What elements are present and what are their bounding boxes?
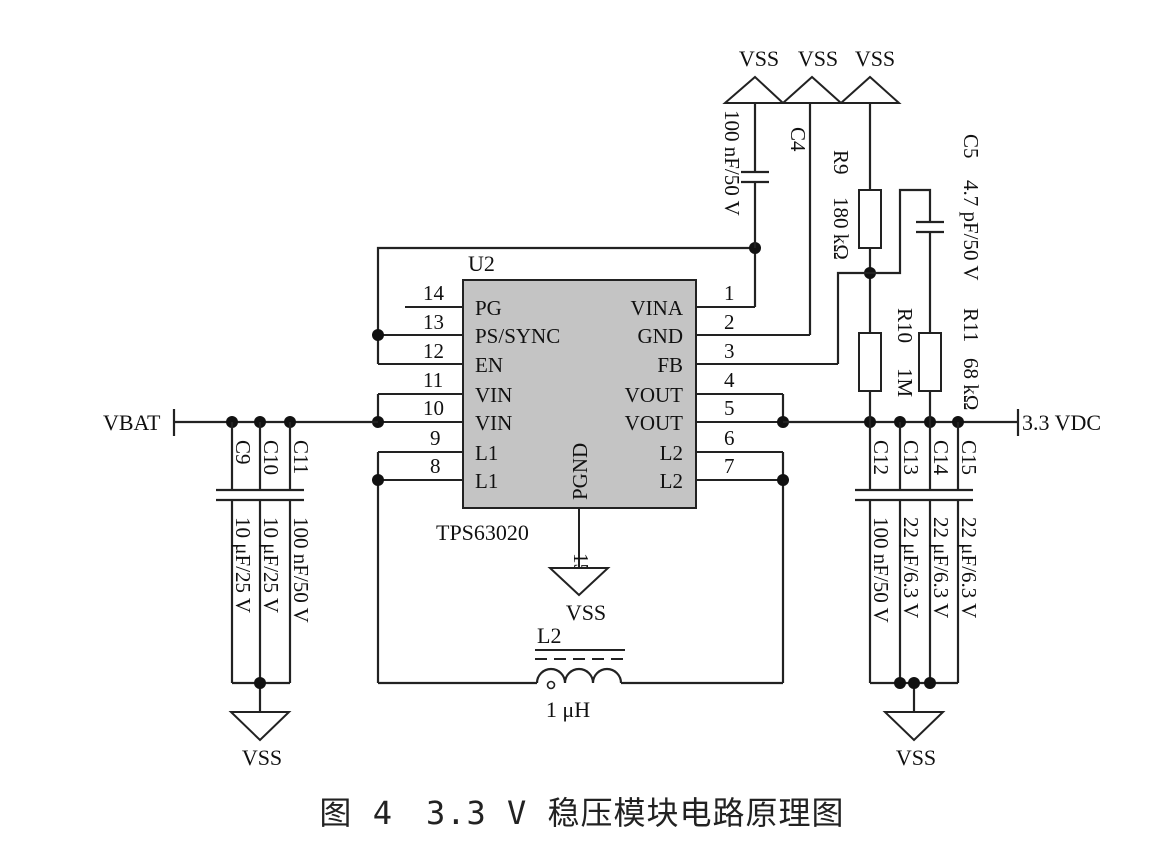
ref-r10: R10 <box>893 308 917 343</box>
ground-symbol-output <box>882 711 946 742</box>
value-r10: 1M <box>893 368 917 398</box>
junction-dot <box>777 474 789 486</box>
pin-number-5: 5 <box>724 396 735 420</box>
pin-number-14: 14 <box>423 281 445 305</box>
value-c9: 10 μF/25 V <box>231 517 255 613</box>
pin-name-gnd: GND <box>638 324 684 348</box>
wire-fb <box>836 271 870 364</box>
pin-number-7: 7 <box>724 454 735 478</box>
resistor-r10 <box>858 332 882 392</box>
pin-number-1: 1 <box>724 281 735 305</box>
pin-name-vina: VINA <box>631 296 684 320</box>
ref-r11: R11 <box>959 308 983 342</box>
ground-symbol-input <box>228 711 292 742</box>
value-c15: 22 μF/6.3 V <box>957 517 981 618</box>
resistor-r11 <box>918 332 942 392</box>
pin-name-vout-1: VOUT <box>625 383 683 407</box>
pin-name-vin-1: VIN <box>475 383 512 407</box>
pin-name-fb: FB <box>657 353 683 377</box>
ic-right-pins <box>696 306 838 481</box>
ref-c4: C4 <box>786 127 810 152</box>
pin-number-3: 3 <box>724 339 735 363</box>
vss-label-top-2: VSS <box>798 46 838 71</box>
vss-symbol-top-1 <box>722 75 786 104</box>
pin-name-pg: PG <box>475 296 502 320</box>
ic-left-pins <box>378 306 463 481</box>
value-c11: 100 nF/50 V <box>289 517 313 623</box>
pin-name-vout-2: VOUT <box>625 411 683 435</box>
junction-dot <box>372 329 384 341</box>
ref-c15: C15 <box>957 440 981 475</box>
pin-number-11: 11 <box>423 368 443 392</box>
input-capacitor-bank <box>216 422 304 712</box>
value-c10: 10 μF/25 V <box>259 517 283 613</box>
ground-label-output: VSS <box>896 745 936 770</box>
junction-dot <box>908 677 920 689</box>
ref-r9: R9 <box>829 150 853 175</box>
junction-dot <box>254 677 266 689</box>
value-c14: 22 μF/6.3 V <box>929 517 953 618</box>
ref-c13: C13 <box>899 440 923 475</box>
pin-number-13: 13 <box>423 310 444 334</box>
pin-number-4: 4 <box>724 368 735 392</box>
ground-symbol-pgnd <box>547 567 611 597</box>
value-r9: 180 kΩ <box>829 197 853 260</box>
pin-name-en: EN <box>475 353 503 377</box>
pin-name-l1-2: L1 <box>475 469 498 493</box>
ic-designator: U2 <box>468 251 495 276</box>
value-r11: 68 kΩ <box>959 358 983 410</box>
ref-c14: C14 <box>929 440 953 476</box>
value-l2: 1 μH <box>546 697 590 722</box>
value-c13: 22 μF/6.3 V <box>899 517 923 618</box>
pin-name-pgnd: PGND <box>568 443 592 500</box>
ref-c10: C10 <box>259 440 283 475</box>
junction-dot <box>372 474 384 486</box>
pin-number-6: 6 <box>724 426 735 450</box>
wire-en-to-vina <box>376 246 755 364</box>
pin-number-2: 2 <box>724 310 735 334</box>
pin-name-l1-1: L1 <box>475 441 498 465</box>
pin-number-8: 8 <box>430 454 441 478</box>
net-label-output: 3.3 VDC <box>1022 410 1101 435</box>
vss-symbol-top-3 <box>838 75 902 104</box>
vss-label-top-3: VSS <box>855 46 895 71</box>
pin-number-10: 10 <box>423 396 444 420</box>
ic-part-number: TPS63020 <box>436 520 529 545</box>
ic-body <box>462 279 697 509</box>
net-label-vbat: VBAT <box>103 410 161 435</box>
vss-label-top-1: VSS <box>739 46 779 71</box>
resistor-r9 <box>858 189 882 249</box>
inductor-l2-coil <box>535 667 623 684</box>
value-c12: 100 nF/50 V <box>869 517 893 623</box>
figure-caption: 图 4 3.3 V 稳压模块电路原理图 <box>319 794 845 832</box>
junction-dot <box>924 677 936 689</box>
pin-name-ps-sync: PS/SYNC <box>475 324 560 348</box>
ref-c11: C11 <box>289 440 313 474</box>
inductor-polarity-dot <box>546 680 556 690</box>
value-c4: 100 nF/50 V <box>720 110 744 216</box>
pin-number-9: 9 <box>430 426 441 450</box>
pin-name-l2-2: L2 <box>660 469 683 493</box>
ground-label-input: VSS <box>242 745 282 770</box>
ref-c12: C12 <box>869 440 893 475</box>
wire-fb-to-c5 <box>870 188 932 275</box>
ground-label-pgnd: VSS <box>566 600 606 625</box>
pin-name-l2-1: L2 <box>660 441 683 465</box>
value-c5: 4.7 pF/50 V <box>959 180 983 281</box>
ref-l2: L2 <box>537 623 561 648</box>
pin-name-vin-2: VIN <box>475 411 512 435</box>
ref-c9: C9 <box>231 440 255 465</box>
vss-symbol-top-2 <box>780 75 844 104</box>
pin-number-12: 12 <box>423 339 444 363</box>
ref-c5: C5 <box>959 134 983 159</box>
junction-dot <box>894 677 906 689</box>
